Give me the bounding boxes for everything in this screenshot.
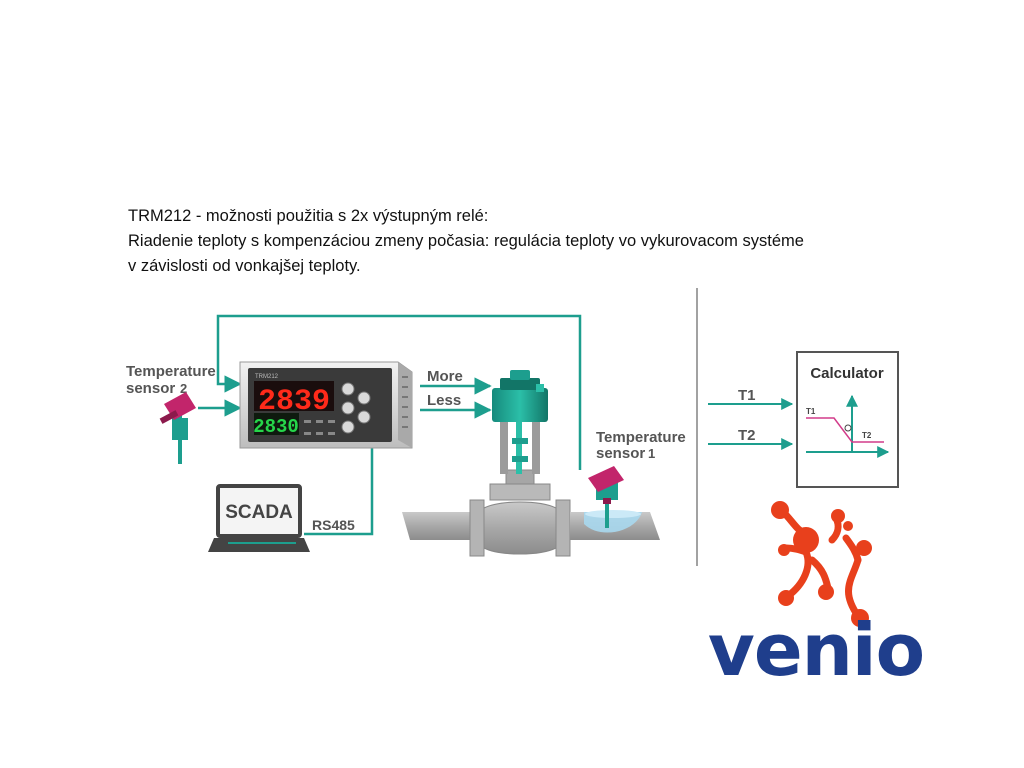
logo-wordmark: venio [708, 608, 924, 692]
venio-logo: venio [708, 501, 925, 692]
description-line-2: Riadenie teploty s kompenzáciou zmeny po… [128, 232, 804, 250]
scada-laptop-icon: SCADA [208, 484, 310, 552]
scada-label: SCADA [225, 502, 293, 523]
calc-input-t2: T2 [738, 427, 756, 444]
rs485-label: RS485 [312, 517, 355, 533]
sensor1-label-line1: Temperature [596, 429, 686, 446]
more-label: More [427, 368, 463, 385]
rs485-line [304, 448, 374, 536]
sensor2-label-line2: sensor [126, 380, 175, 397]
description-text: TRM212 - možnosti použitia s 2x výstupný… [128, 204, 888, 279]
sensor2-number: 2 [180, 381, 187, 396]
description-line-1: TRM212 - možnosti použitia s 2x výstupný… [128, 207, 489, 225]
display-bottom-value: 2830 [253, 416, 299, 438]
calculator-block: T1 T2 Calculator T1 T2 [708, 351, 899, 488]
calculator-title: Calculator [810, 365, 884, 382]
description-line-3: v závislosti od vonkajšej teploty. [128, 257, 361, 275]
sensor1-label-line2: sensor [596, 445, 645, 462]
temperature-sensor-1-icon [588, 466, 624, 528]
graph-label-t1: T1 [806, 407, 816, 416]
sensor1-number: 1 [648, 446, 655, 461]
temperature-sensor-2-icon [159, 392, 196, 464]
less-label: Less [427, 392, 461, 409]
pipe-and-valve [402, 370, 660, 557]
calc-curve [806, 417, 884, 443]
calc-input-t1: T1 [738, 387, 756, 404]
graph-label-t2: T2 [862, 431, 872, 440]
signal-lines [198, 314, 582, 536]
sensor2-label-line1: Temperature [126, 363, 216, 380]
device-model-text: TRM212 [255, 374, 279, 380]
sensor1-feedback-line [216, 314, 582, 470]
trm212-controller: TRM212 2839 2830 [239, 361, 413, 449]
